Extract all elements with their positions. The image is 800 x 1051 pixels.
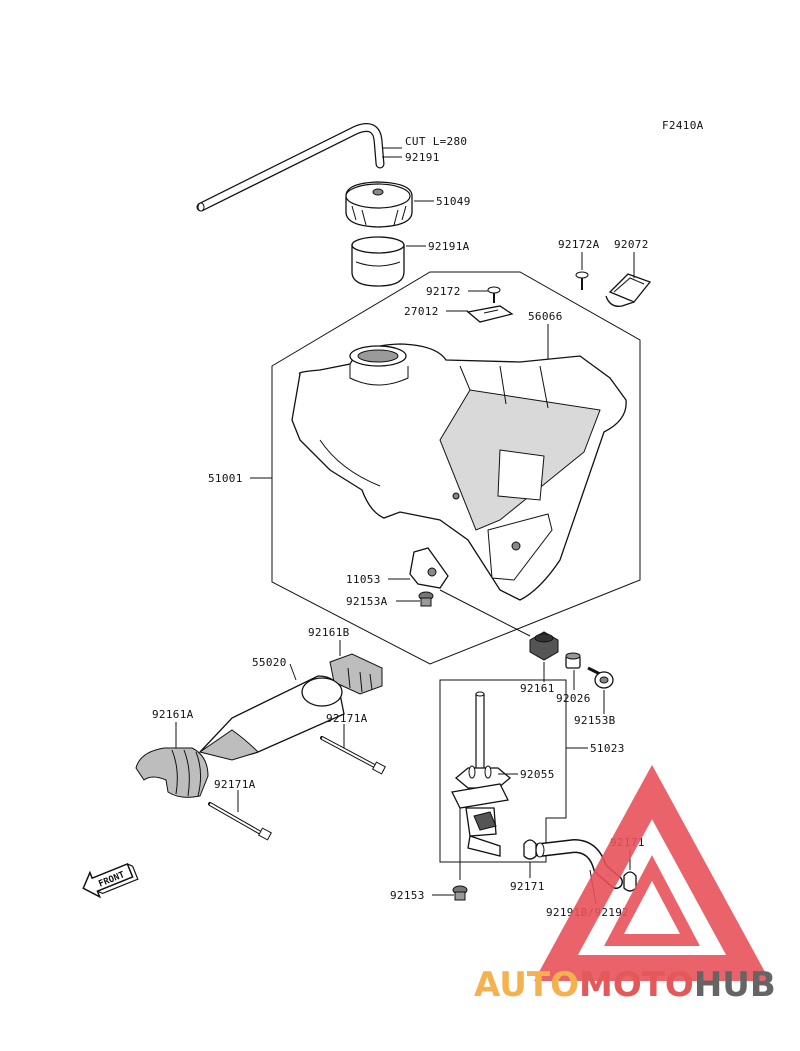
label-92172: 92172 [426, 285, 461, 298]
bracket-11053-drawing [409, 547, 449, 589]
label-cut-length: CUT L=280 [405, 135, 467, 148]
watermark-auto: AUTO [474, 965, 579, 1005]
clamp-92171-left-drawing [523, 839, 537, 860]
rubber-92161B-drawing [329, 653, 383, 695]
label-51023: 51023 [590, 742, 625, 755]
label-92153A: 92153A [346, 595, 388, 608]
label-92161: 92161 [520, 682, 555, 695]
bolt-92153B-drawing [587, 666, 614, 689]
watermark-inner-triangle-icon [604, 855, 700, 946]
front-arrow-icon: FRONT [82, 862, 139, 899]
label-51001: 51001 [208, 472, 243, 485]
watermark-hub: HUB [694, 965, 776, 1005]
label-92072: 92072 [614, 238, 649, 251]
label-27012: 27012 [404, 305, 439, 318]
fuel-cock-outline [439, 679, 567, 863]
label-92026: 92026 [556, 692, 591, 705]
label-51049: 51049 [436, 195, 471, 208]
label-55020: 55020 [252, 656, 287, 669]
label-92161A: 92161A [152, 708, 194, 721]
bolt-92172-drawing [487, 286, 501, 303]
label-92171-left: 92171 [510, 880, 545, 893]
fuel-cap-drawing [345, 181, 413, 228]
fuel-cock-drawing [451, 691, 512, 857]
label-92055: 92055 [520, 768, 555, 781]
fuel-tank-drawing [291, 343, 627, 601]
label-11053: 11053 [346, 573, 381, 586]
rubber-92161A-drawing [135, 747, 209, 798]
label-92172A: 92172A [558, 238, 600, 251]
cap-gasket-drawing [351, 236, 405, 287]
damper-92161-drawing [529, 631, 559, 661]
watermark-moto: MOTO [579, 965, 694, 1005]
watermark-triangle-icon [534, 764, 770, 981]
label-92171A-upper: 92171A [326, 712, 368, 725]
figure-code: F2410A [662, 119, 704, 132]
label-92153: 92153 [390, 889, 425, 902]
bolt-92153A-drawing [418, 591, 434, 607]
watermark-logo: AUTOMOTOHUB [474, 764, 776, 1005]
watermark-text: AUTOMOTOHUB [474, 965, 776, 1005]
breather-hose-drawing [196, 123, 385, 212]
assembly-outline [271, 271, 641, 665]
cover-55020-drawing [198, 675, 345, 761]
collar-92026-drawing [565, 652, 581, 669]
pad-92072-drawing [605, 273, 652, 307]
bracket-27012-drawing [466, 305, 514, 323]
label-92191: 92191 [405, 151, 440, 164]
bolt-92172A-drawing [575, 271, 589, 290]
label-56066: 56066 [528, 310, 563, 323]
strap-92171A-lower-drawing [208, 802, 272, 841]
label-92171A-lower: 92171A [214, 778, 256, 791]
label-92153B: 92153B [574, 714, 616, 727]
bolt-92153-drawing [452, 808, 468, 901]
label-92191A: 92191A [428, 240, 470, 253]
strap-92171A-upper-drawing [320, 736, 386, 775]
label-92161B: 92161B [308, 626, 350, 639]
clamp-92171-right-drawing [623, 871, 637, 892]
